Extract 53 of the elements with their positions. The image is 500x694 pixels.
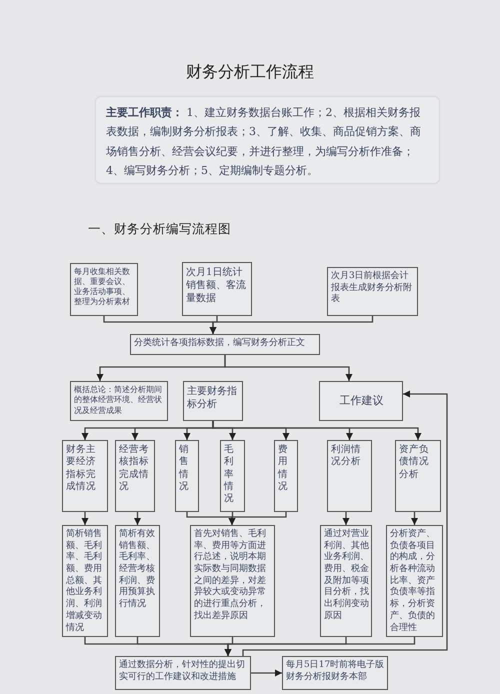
box-text: 主要财务指标分析 xyxy=(187,385,238,411)
process-box xyxy=(182,262,252,316)
box-text: 通过数据分析，针对性的提出切实可行的工作建议和改进措施 xyxy=(119,660,246,684)
box-text: 简析销售额、毛利率、毛利额、费用总额、其他业务利润、利润增减变动情况 xyxy=(66,529,103,634)
box-text: 次月1日统计销售额、客流量数据 xyxy=(186,266,247,305)
connector-arrow xyxy=(342,512,350,525)
process-box xyxy=(282,656,388,690)
process-box xyxy=(183,381,243,421)
connector-arrow xyxy=(212,421,422,440)
process-box xyxy=(386,525,443,637)
box-text: 资产负债情况分析 xyxy=(399,444,430,482)
box-text: 利润情况分析 xyxy=(331,444,362,469)
connector-arrow xyxy=(242,390,448,656)
section-heading: 一、财务分析编写流程图 xyxy=(88,221,231,238)
process-box xyxy=(220,440,245,512)
box-text: 财务主要经济指标完成情况 xyxy=(66,444,97,494)
process-box xyxy=(70,263,138,316)
box-text: 每月5日17时前将电子版财务分析报财务本部 xyxy=(286,660,385,684)
box-text: 次月3日前根据会计报表生成财务分析附表 xyxy=(331,271,413,306)
connector-arrow xyxy=(224,355,352,381)
duty-text: 主要工作职责： 1、建立财务数据台账工作；2、根据相关财务报表数据，编制财务分析报表；3、了解、收集、商品促销方案、商场销售分析、经营会议纪要，并进行整理，为编写分析作准备；4、编写财务分析；5、定期编制专题分析。 xyxy=(106,105,422,179)
box-text: 经营考核指标完成情况 xyxy=(119,444,150,494)
box-text: 概括总论：简述分析期间的整体经营环境、经营状况及经营成果 xyxy=(74,385,163,416)
process-box xyxy=(327,267,418,316)
process-box xyxy=(62,440,108,512)
connector-arrow xyxy=(134,512,141,525)
title: 财务分析工作流程 xyxy=(185,62,315,83)
connector-arrow xyxy=(210,316,374,334)
box-text: 分类统计各项指标数据，编写财务分析正文 xyxy=(134,338,306,350)
box-text: 通过对营业利润、其他业务利润、费用、税金及附加等项目分析，找出利润变动原因 xyxy=(324,529,369,622)
process-box xyxy=(115,440,155,512)
process-box xyxy=(175,440,199,512)
connector-arrow xyxy=(251,670,282,676)
box-text: 首先对销售、毛利率、费用等方面进行总述，说明本期实际数与同期数据之间的差异，对差异较大或变动异常的进行重点分析，找出差异原因 xyxy=(194,529,267,622)
box-text: 销售情况 xyxy=(179,444,190,494)
connector-arrow xyxy=(82,512,88,525)
process-box xyxy=(190,525,275,637)
process-box xyxy=(327,440,372,512)
connector-arrow xyxy=(228,512,287,525)
box-text: 简析有效销售额、毛利率、经营考核利润、费用预算执行情况 xyxy=(119,529,156,611)
process-box xyxy=(395,440,441,512)
process-box xyxy=(115,656,251,690)
process-box xyxy=(274,440,298,512)
box-text: 工作建议 xyxy=(340,394,384,409)
box-text: 分析资产、负债各项目的构成，分析各种流动比率、资产负债率等指标，分析资产、负债的合理性 xyxy=(390,529,436,634)
box-text: 费用情况 xyxy=(278,444,289,494)
process-box xyxy=(130,334,320,355)
process-box xyxy=(115,525,160,637)
connector-arrow xyxy=(224,637,416,656)
process-box xyxy=(320,525,372,637)
connector-arrow xyxy=(411,512,418,525)
box-text: 毛利率情况 xyxy=(224,444,235,506)
process-box xyxy=(319,381,403,421)
